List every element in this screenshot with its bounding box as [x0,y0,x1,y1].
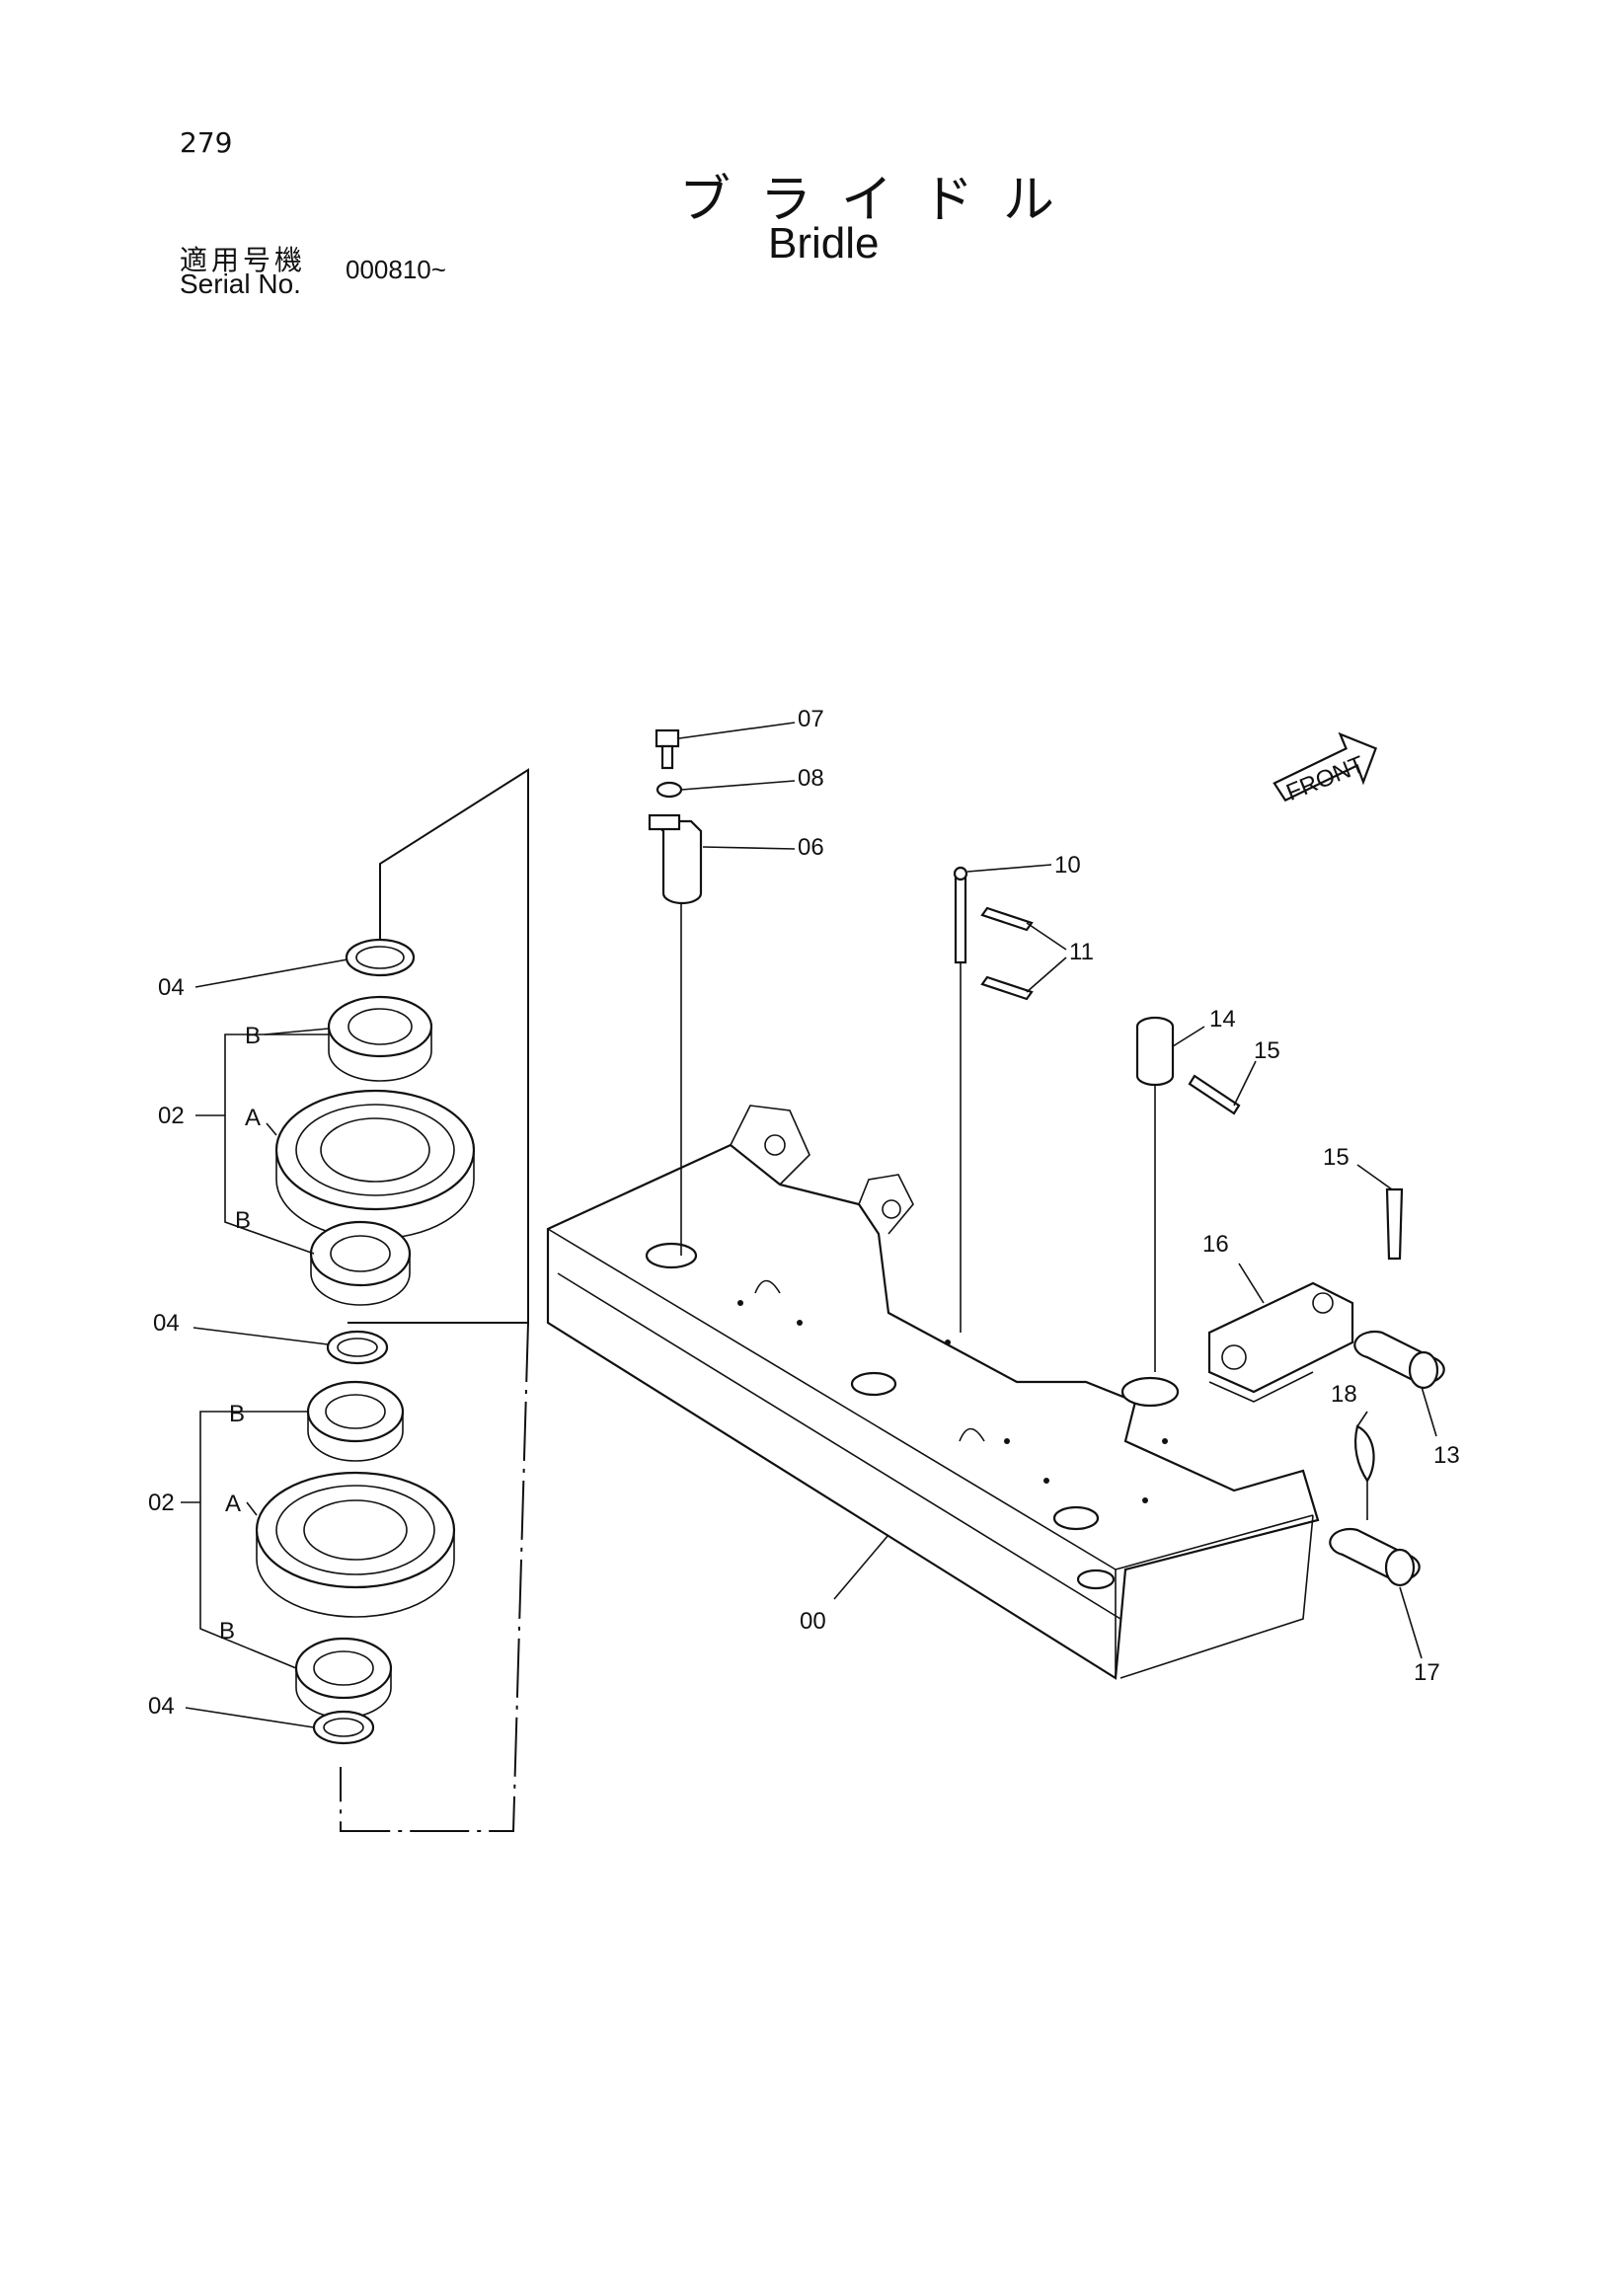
pin-15-a [1188,1074,1241,1115]
callout-06: 06 [798,834,824,861]
callout-02-top: 02 [158,1103,185,1129]
sheave-a-bottom [255,1471,456,1618]
seal-ring-04-bottom [312,1710,375,1745]
callout-15-a: 15 [1254,1037,1280,1064]
callout-04-mid: 04 [153,1310,180,1337]
label-a-top: A [245,1105,261,1131]
pin-17 [1329,1527,1421,1587]
pin-15-b [1385,1187,1404,1261]
serial-number-value: 000810~ [346,255,446,284]
callout-17: 17 [1414,1659,1440,1686]
callout-16: 16 [1202,1231,1229,1258]
label-b2: B [235,1207,251,1234]
pin-10 [953,866,968,964]
pin-13 [1353,1330,1445,1390]
callout-15-b: 15 [1323,1144,1350,1171]
bolt-07 [655,728,680,770]
seal-ring-04-mid [326,1330,389,1365]
callout-14: 14 [1209,1006,1236,1033]
sheave-stack-top [274,938,476,1365]
callout-02-bottom: 02 [148,1490,175,1516]
pin-06 [648,813,703,905]
callout-18: 18 [1331,1381,1357,1408]
cotter-pins-11 [980,906,1034,1001]
callout-labels: 07 08 06 10 11 14 15 15 16 18 13 17 00 0… [148,706,1460,1720]
bearing-b3 [306,1380,405,1462]
bridle-frame-00 [546,1105,1320,1680]
label-b1: B [245,1023,261,1049]
bearing-b2 [309,1220,412,1306]
bearing-b4 [294,1637,393,1719]
label-a-bottom: A [225,1491,241,1517]
callout-08: 08 [798,765,824,792]
pin-14 [1135,1016,1175,1087]
callout-04-top: 04 [158,974,185,1001]
label-b3: B [229,1401,245,1427]
front-direction-arrow: FRONT [1273,731,1378,806]
washer-08 [656,781,683,799]
callout-00: 00 [800,1608,826,1635]
bearing-b1 [327,995,433,1082]
callout-07: 07 [798,706,824,732]
serial-label-english: Serial No. [180,268,301,299]
sheave-stack-bottom [255,1380,456,1745]
callout-04-bottom: 04 [148,1693,175,1720]
clip-18 [1353,1424,1375,1520]
clevis-16 [1207,1281,1354,1403]
page-title-english: Bridle [768,219,880,268]
seal-ring-04-top [345,938,416,977]
sheave-a-top [274,1089,476,1240]
callout-11: 11 [1069,939,1094,965]
serial-label-japanese: 適用号機 [180,244,307,276]
callout-10: 10 [1054,852,1081,879]
leader-lines [181,722,1437,1728]
callout-13: 13 [1433,1442,1460,1469]
page-number: 279 [180,126,233,159]
page-title-japanese: ブライドル [679,171,1085,230]
label-b4: B [219,1618,235,1645]
